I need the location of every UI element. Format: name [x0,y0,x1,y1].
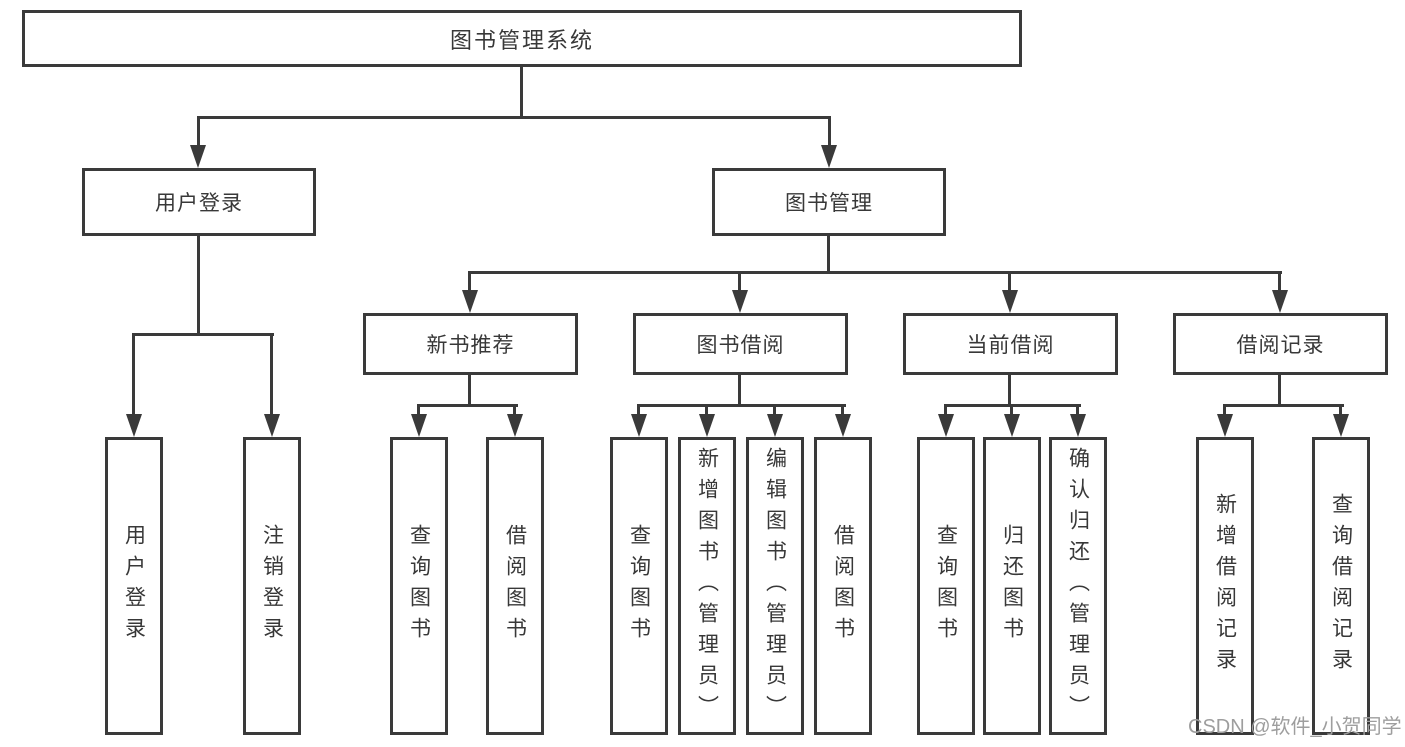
arrowhead-down [699,414,715,437]
connector-line [1223,404,1226,420]
connector-line [197,116,831,119]
node-leaf-current-query-books: 查询图书 [917,437,975,735]
node-label: 编辑图书（管理员） [763,446,787,726]
node-label: 查询借阅记录 [1329,493,1353,679]
node-label: 查询图书 [934,524,958,648]
connector-line [828,116,831,148]
connector-line [738,271,741,293]
arrowhead-down [1333,414,1349,437]
arrowhead-down [835,414,851,437]
node-borrowing-records: 借阅记录 [1173,313,1388,375]
node-label: 新增图书（管理员） [695,446,719,726]
node-label: 用户登录 [155,192,243,215]
arrowhead-down [1004,414,1020,437]
node-label: 用户登录 [122,524,146,648]
connector-line [417,404,420,420]
node-leaf-confirm-return-admin: 确认归还（管理员） [1049,437,1107,735]
node-leaf-query-borrow-record: 查询借阅记录 [1312,437,1370,735]
node-label: 借阅图书 [831,524,855,648]
node-leaf-borrowing-borrow-books: 借阅图书 [814,437,872,735]
connector-line [468,271,1282,274]
connector-line [1278,271,1281,293]
node-leaf-logout: 注销登录 [243,437,301,735]
connector-line [132,333,274,336]
node-label: 注销登录 [260,524,284,648]
arrowhead-down [1272,290,1288,313]
node-label: 查询图书 [627,524,651,648]
node-label: 新书推荐 [426,334,515,357]
arrowhead-down [411,414,427,437]
node-label: 查询图书 [407,524,431,648]
arrowhead-down [821,145,837,168]
connector-line [468,374,471,406]
arrowhead-down [1217,414,1233,437]
arrowhead-down [732,290,748,313]
node-current-borrowing: 当前借阅 [903,313,1118,375]
connector-line [197,235,200,336]
connector-line [468,271,471,293]
arrowhead-down [938,414,954,437]
node-leaf-add-books-admin: 新增图书（管理员） [678,437,736,735]
node-new-book-recommend: 新书推荐 [363,313,578,375]
connector-line [513,404,516,420]
csdn-watermark: CSDN @软件_小贺同学 [1188,716,1402,738]
connector-line [132,333,135,415]
connector-line [1339,404,1342,420]
connector-line [773,404,776,420]
node-label: 借阅记录 [1236,334,1325,357]
arrowhead-down [631,414,647,437]
connector-line [1008,374,1011,406]
arrowhead-down [264,414,280,437]
node-leaf-borrowing-query-books: 查询图书 [610,437,668,735]
node-book-management: 图书管理 [712,168,946,236]
node-label: 借阅图书 [503,524,527,648]
connector-line [270,333,273,415]
arrowhead-down [767,414,783,437]
node-label: 归还图书 [1000,524,1024,648]
connector-line [841,404,844,420]
node-user-login: 用户登录 [82,168,316,236]
connector-line [1076,404,1079,420]
node-library-management-system: 图书管理系统 [22,10,1022,67]
connector-line [637,404,640,420]
connector-line [1010,404,1013,420]
node-leaf-user-login: 用户登录 [105,437,163,735]
node-label: 图书管理 [785,192,873,215]
arrowhead-down [126,414,142,437]
arrowhead-down [1070,414,1086,437]
node-leaf-return-books: 归还图书 [983,437,1041,735]
node-label: 图书借阅 [696,334,785,357]
node-label: 图书管理系统 [449,27,594,53]
arrowhead-down [462,290,478,313]
arrowhead-down [190,145,206,168]
connector-line [827,235,830,274]
arrowhead-down [1002,290,1018,313]
arrowhead-down [507,414,523,437]
connector-line [944,404,947,420]
connector-line [738,374,741,406]
connector-line [417,404,518,407]
node-leaf-add-borrow-record: 新增借阅记录 [1196,437,1254,735]
node-label: 当前借阅 [966,334,1055,357]
connector-line [705,404,708,420]
node-label: 新增借阅记录 [1213,493,1237,679]
node-leaf-recommend-query-books: 查询图书 [390,437,448,735]
connector-line [1278,374,1281,406]
connector-line [1223,404,1344,407]
node-leaf-recommend-borrow-books: 借阅图书 [486,437,544,735]
connector-line [1008,271,1011,293]
node-label: 确认归还（管理员） [1066,446,1090,726]
node-book-borrowing: 图书借阅 [633,313,848,375]
node-leaf-edit-books-admin: 编辑图书（管理员） [746,437,804,735]
connector-line [520,66,523,119]
connector-line [637,404,846,407]
connector-line [197,116,200,148]
